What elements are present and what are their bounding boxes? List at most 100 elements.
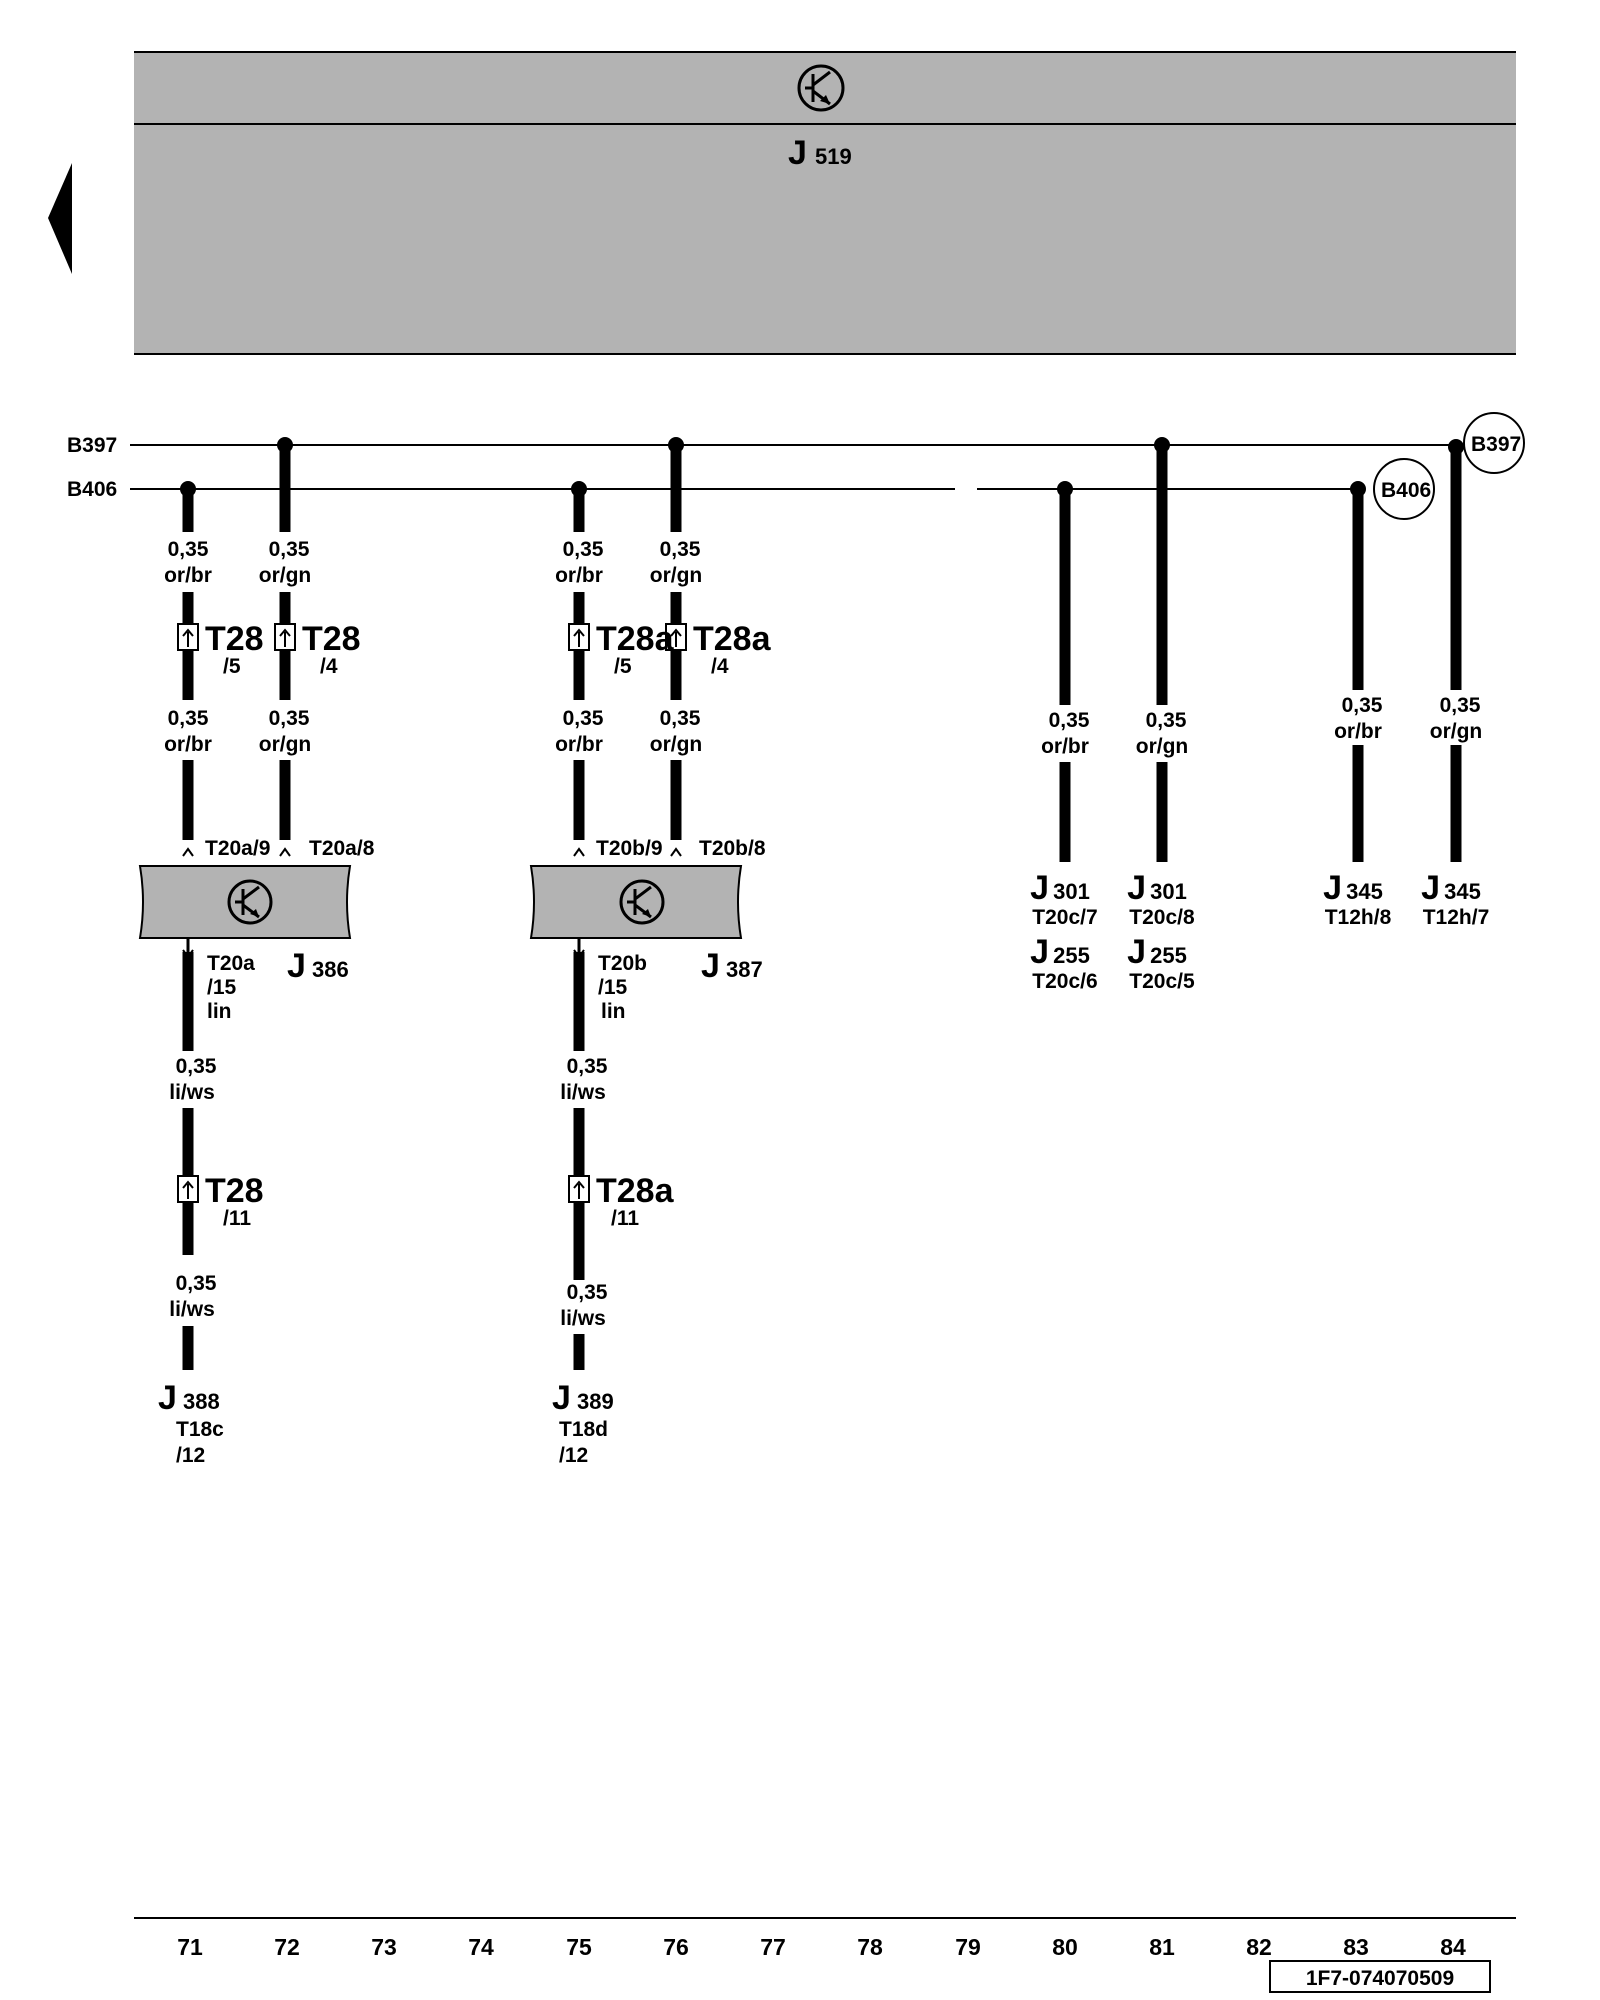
junction-dot [571,481,587,497]
pin-label: T20b [598,952,647,975]
connector-pin: /11 [611,1207,639,1230]
junction-dots [180,437,1464,497]
column-number: 72 [274,1934,300,1960]
connector-pin: /5 [223,655,241,678]
j388-letter: J [158,1379,177,1417]
wire-color: or/br [164,733,212,756]
wire-segments [182,445,1462,1370]
junction-dot [668,437,684,453]
wire-color: or/br [555,733,603,756]
j389-number: 389 [577,1389,614,1414]
j387-letter: J [701,947,720,985]
module-j386: T20a/9 T20a/8 T20a /15 lin J 386 [138,837,375,1023]
pin-label: lin [601,1000,626,1023]
j301-pin: T20c/8 [1129,906,1195,929]
column-number: 73 [371,1934,397,1960]
wire-size: 0,35 [168,538,209,561]
wire-color: li/ws [560,1307,606,1330]
bus-b406: B406 B406 [67,458,1435,520]
j387-number: 387 [726,957,763,982]
wire-size: 0,35 [567,1281,608,1304]
pin-label: /15 [207,976,237,999]
wire-size: 0,35 [168,707,209,730]
junction-dot [1448,439,1464,455]
column-number: 75 [566,1934,592,1960]
wire-size: 0,35 [269,707,310,730]
wire-color: or/gn [259,733,312,756]
junction-dot [1350,481,1366,497]
j388-pin: /12 [176,1444,205,1467]
junction-dot [1057,481,1073,497]
pin-label: T20a/9 [205,837,270,860]
connector-labels: T28 /5 T28 /4 T28a /5 T28a /4 T28 /11 T2… [205,620,772,1230]
wire-color: li/ws [560,1081,606,1104]
page-back-arrow[interactable] [48,163,72,274]
connector-pin: /5 [614,655,632,678]
connector-pin: /11 [223,1207,251,1230]
j386-letter: J [287,947,306,985]
wire-color: li/ws [169,1081,215,1104]
connector-label: T28 [302,620,361,658]
j389-letter: J [552,1379,571,1417]
wire-size: 0,35 [567,1055,608,1078]
bus-b406-label: B406 [67,478,117,501]
wire-size: 0,35 [563,538,604,561]
wire-size: 0,35 [269,538,310,561]
endpoint-j388: J 388 T18c /12 [158,1379,224,1467]
wire-size: 0,35 [1049,709,1090,732]
wire-color: or/gn [650,733,703,756]
column-number: 76 [663,1934,689,1960]
wire-size: 0,35 [660,538,701,561]
bus-b406-end-label: B406 [1381,479,1431,502]
wire-size: 0,35 [1440,694,1481,717]
wire-color: or/gn [650,564,703,587]
bus-b397-end-label: B397 [1471,433,1521,456]
connector-icon [274,623,296,651]
j386-number: 386 [312,957,349,982]
control-unit-j519: J 519 [134,51,1516,355]
j388-number: 388 [183,1389,220,1414]
wire-color: or/br [1334,720,1382,743]
j389-pin: /12 [559,1444,588,1467]
connector-label: T28a [596,1172,675,1210]
wire-labels: 0,35 or/br 0,35 or/br 0,35 li/ws 0,35 li… [164,538,1482,1330]
junction-dot [1154,437,1170,453]
pin-label: /15 [598,976,628,999]
wire-color: li/ws [169,1298,215,1321]
wire-color: or/br [555,564,603,587]
column-number: 74 [468,1934,494,1960]
j301-pin: T20c/7 [1032,906,1097,929]
document-id-box: 1F7-074070509 [1269,1960,1491,1993]
column-number: 81 [1149,1934,1175,1960]
junction-dot [277,437,293,453]
connector-icon [568,623,590,651]
j519-number: 519 [815,144,852,169]
pin-label: T20b/9 [596,837,663,860]
connector-icon [177,1175,199,1203]
connector-label: T28 [205,620,264,658]
j519-letter: J [788,134,807,172]
junction-dot [180,481,196,497]
connector-pin: /4 [711,655,729,678]
column-number: 84 [1440,1934,1466,1960]
column-number: 83 [1343,1934,1369,1960]
inline-connectors [177,623,687,1203]
wire-size: 0,35 [1146,709,1187,732]
j255-pin: T20c/6 [1032,970,1097,993]
wire-size: 0,35 [1342,694,1383,717]
column-number: 78 [857,1934,883,1960]
electronics-icon [619,879,665,925]
electronics-icon [227,879,273,925]
connector-icon [665,623,687,651]
wire-size: 0,35 [176,1055,217,1078]
